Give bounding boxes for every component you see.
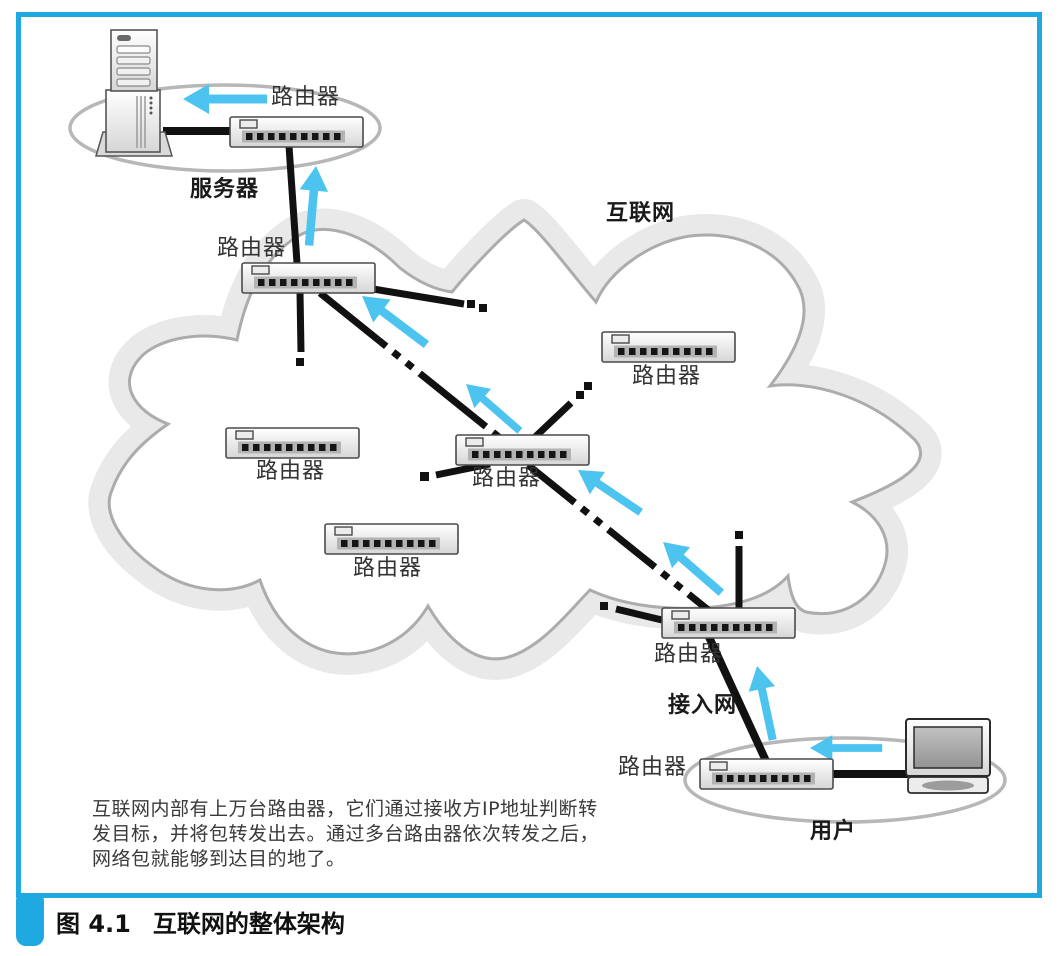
link-router2-down bbox=[296, 291, 305, 353]
router-icon bbox=[225, 427, 360, 459]
link-ellipsis-dot bbox=[600, 602, 608, 610]
link-center-upright bbox=[531, 400, 574, 441]
link-center-edge bbox=[525, 462, 715, 616]
caption-tab bbox=[16, 897, 44, 946]
link-edge-left bbox=[615, 605, 663, 624]
link-ellipsis-dot bbox=[467, 300, 475, 308]
internet-label: 互联网 bbox=[606, 201, 676, 226]
link-router2-center bbox=[317, 290, 508, 445]
router-label-7: 路由器 bbox=[654, 642, 724, 667]
router-icon bbox=[241, 262, 376, 294]
link-access-network bbox=[705, 635, 770, 763]
router-icon bbox=[324, 523, 459, 555]
figure-note-line: 网络包就能够到达目的地了。 bbox=[92, 848, 346, 870]
router-icon bbox=[601, 331, 736, 363]
link-ellipsis-dot bbox=[576, 391, 584, 399]
network-links bbox=[163, 127, 908, 778]
figure-note-line: 发目标，并将包转发出去。通过多台路由器依次转发之后， bbox=[92, 823, 600, 845]
server-label: 服务器 bbox=[190, 177, 260, 202]
router-icon bbox=[455, 434, 590, 466]
computer-icon bbox=[905, 718, 991, 794]
router-icon bbox=[661, 607, 796, 639]
router-label-4: 路由器 bbox=[256, 459, 326, 484]
link-ellipsis-dot bbox=[420, 472, 429, 481]
link-router2-right bbox=[372, 285, 465, 308]
router-label-2: 路由器 bbox=[217, 236, 287, 261]
user-label: 用户 bbox=[810, 819, 857, 844]
figure-note: 互联网内部有上万台路由器，它们通过接收方IP地址判断转 发目标，并将包转发出去。… bbox=[92, 797, 637, 872]
link-ellipsis-dot bbox=[735, 531, 743, 539]
diagram-frame bbox=[16, 12, 1042, 898]
router-label-6: 路由器 bbox=[353, 556, 423, 581]
server-icon bbox=[95, 29, 173, 157]
router-icon bbox=[699, 758, 834, 790]
router-label-8: 路由器 bbox=[618, 755, 688, 780]
figure-note-line: 互联网内部有上万台路由器，它们通过接收方IP地址判断转 bbox=[92, 798, 598, 820]
router-icon bbox=[229, 116, 364, 148]
access-network-label: 接入网 bbox=[668, 693, 738, 718]
figure-caption-number: 图 4.1 bbox=[56, 910, 131, 938]
link-ellipsis-dot bbox=[479, 304, 487, 312]
link-ellipsis-dot bbox=[584, 382, 592, 390]
router-label-3: 路由器 bbox=[632, 364, 702, 389]
router-label-1: 路由器 bbox=[271, 85, 341, 110]
link-center-downleft bbox=[435, 460, 491, 479]
router-label-5: 路由器 bbox=[472, 466, 542, 491]
figure-caption-title: 互联网的整体架构 bbox=[152, 910, 345, 938]
link-ellipsis-dot bbox=[296, 358, 304, 366]
figure-caption: 图 4.1 互联网的整体架构 bbox=[56, 904, 345, 939]
link-router1-router2 bbox=[285, 145, 301, 264]
